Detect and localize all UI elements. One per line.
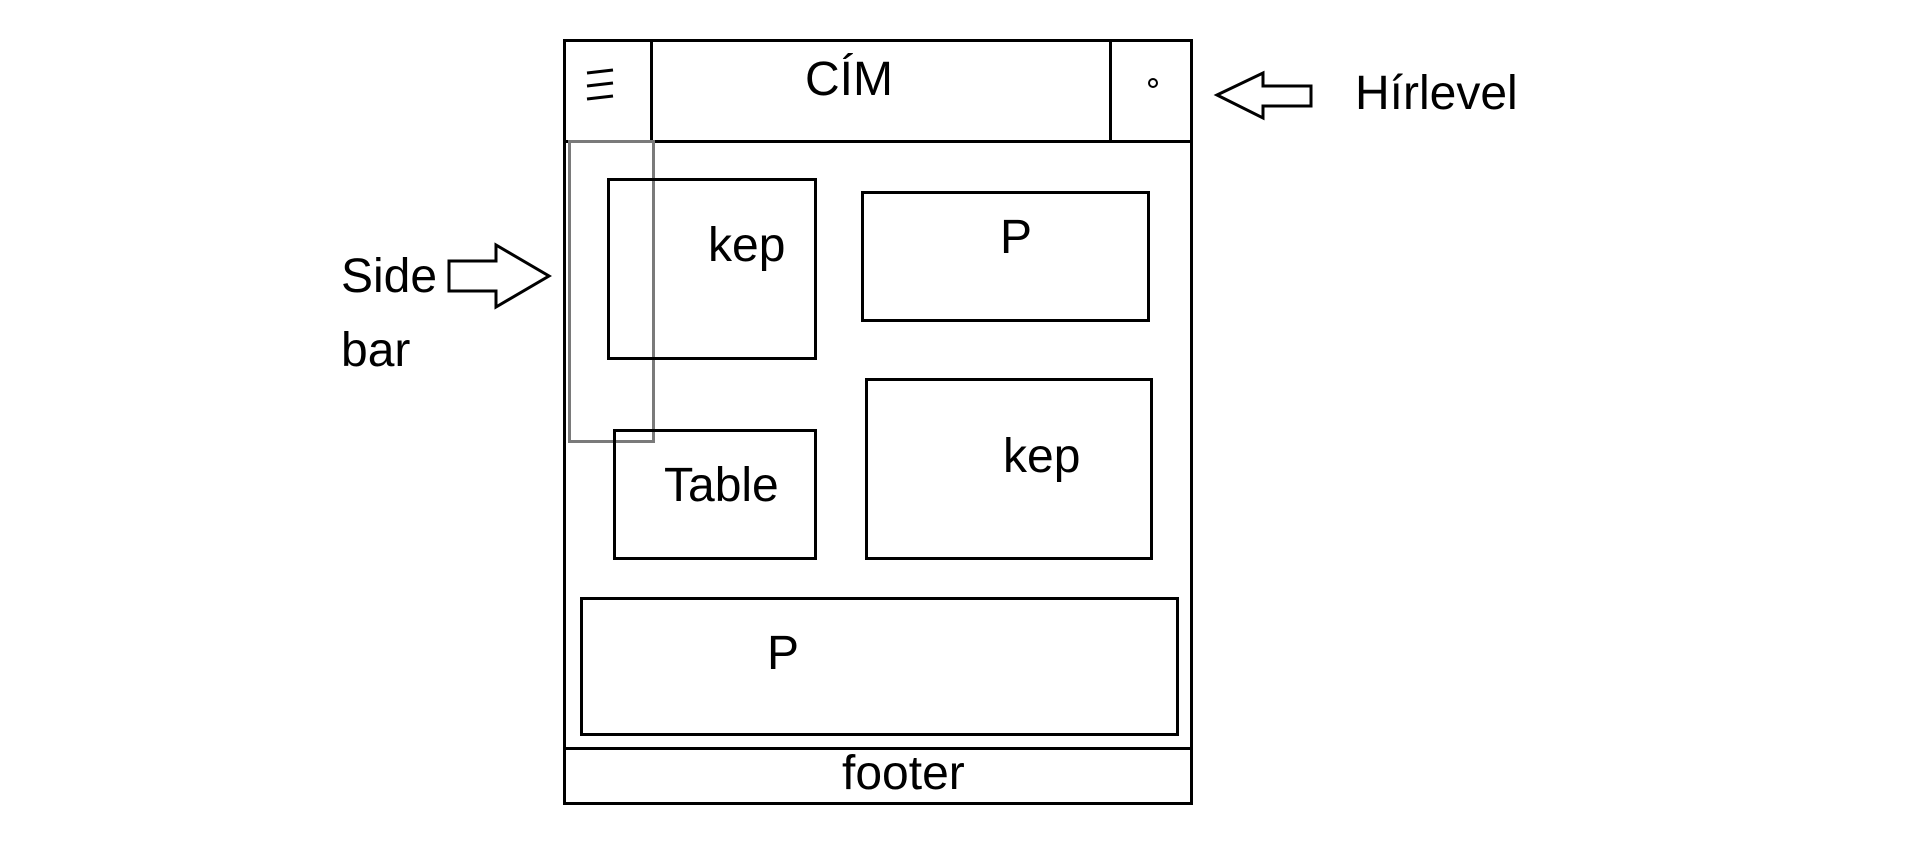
paragraph-label-wide: P [767,627,800,680]
hamburger-menu-icon [583,67,623,107]
newsletter-button[interactable] [1109,39,1193,143]
page-title: CÍM [805,53,893,106]
paragraph-box-top [861,191,1150,322]
table-box [613,429,817,560]
sidebar-annotation-line-1: Side [341,250,438,303]
header-bar [563,39,1193,143]
table-label: Table [664,459,779,512]
circle-icon [1148,78,1158,88]
paragraph-box-wide [580,597,1179,736]
image-label-bottom: kep [1003,430,1081,483]
footer-bar [563,747,1193,805]
sidebar-outline [568,140,655,443]
image-box-top [607,178,817,360]
newsletter-annotation: Hírlevel [1355,67,1518,120]
paragraph-label-top: P [1000,211,1033,264]
sidebar-annotation-line-2: bar [341,324,411,377]
image-label-top: kep [708,219,786,272]
image-box-bottom [865,378,1153,560]
newsletter-pointer-arrow-icon [1213,70,1315,121]
footer-label: footer [842,747,965,800]
wireframe-frame [563,39,1193,805]
sidebar-pointer-arrow-icon [446,242,552,310]
menu-button[interactable] [563,39,653,143]
